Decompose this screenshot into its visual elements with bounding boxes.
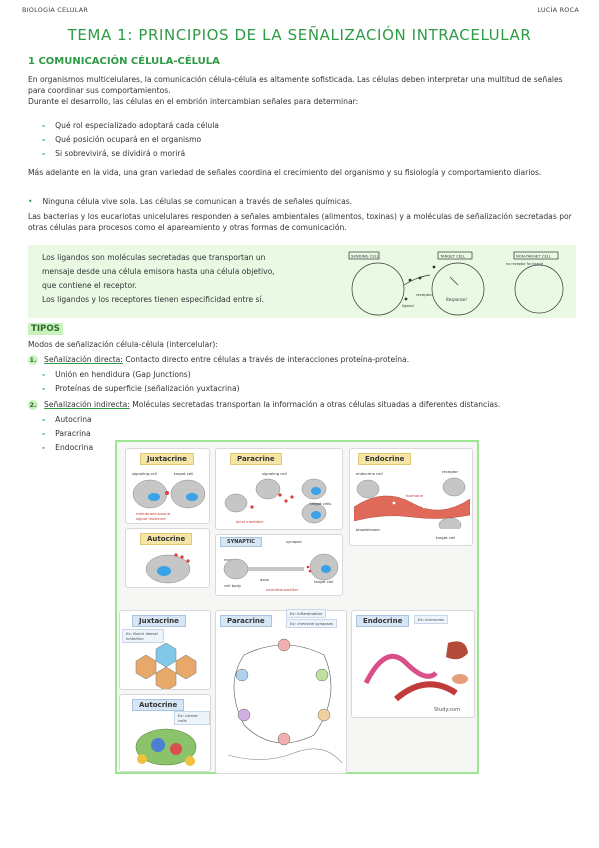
synaptic-panel: SYNAPTIC synapse neuron axon cell body n…	[215, 534, 343, 596]
synapse-label: synapse	[286, 539, 302, 544]
neuron-label: neuron	[224, 557, 238, 562]
cancer-cell-cluster	[135, 728, 197, 766]
juxtacrine-panel: Juxtacrine signaling cell target cell me…	[125, 448, 210, 524]
list-item: -Endocrina	[42, 443, 94, 452]
paracrine-cells	[224, 478, 327, 524]
bloodstream-label: bloodstream	[356, 527, 380, 532]
paragraph-intro: En organismos multicelulares, la comunic…	[28, 75, 563, 95]
signaling-types-figure: Juxtacrine signaling cell target cell me…	[115, 440, 479, 774]
list-item: -Qué posición ocupará en el organismo	[42, 135, 202, 144]
hormone-label: hormone	[406, 493, 423, 498]
panel-title: SYNAPTIC	[220, 537, 262, 547]
box-line: Los ligandos y los receptores tienen esp…	[42, 295, 265, 304]
header-subject: BIOLOGÍA CELULAR	[22, 6, 89, 14]
hormones-example-tag: Ex: hormones	[414, 615, 449, 624]
box-line: mensaje desde una célula emisora hasta u…	[42, 267, 275, 276]
endocrine-panel: Endocrine endocrine cell receptor hormon…	[349, 448, 473, 546]
box-line: que contiene el receptor.	[42, 281, 137, 290]
panel-title: Juxtacrine	[132, 615, 186, 627]
paracrine-example-panel: Paracrine Ex: Inflammation Ex: chemical …	[215, 609, 347, 774]
target-cell-label: target cell	[314, 579, 334, 584]
panel-title: Paracrine	[220, 615, 272, 627]
ligand-label: ligand	[402, 303, 414, 308]
tipo-indirect: 2.Señalización indirecta: Moléculas secr…	[28, 400, 501, 410]
list-item: -Paracrina	[42, 429, 91, 438]
list-item: -Si sobrevivirá, se dividirá o morirá	[42, 149, 186, 158]
endocrine-example-panel: Endocrine Ex: hormones Study.com	[351, 610, 475, 718]
target-cell-label: target cell	[436, 535, 456, 540]
panel-title: Juxtacrine	[140, 453, 194, 465]
tipos-heading: TIPOS	[28, 323, 63, 335]
notch-example-tag: Ex: Notch lateral inhibition	[122, 629, 164, 643]
panel-title: Endocrine	[356, 615, 410, 627]
tipos-intro: Modos de señalización célula-célula (int…	[28, 340, 218, 349]
axon-label: axon	[260, 577, 270, 582]
list-item: -Autocrina	[42, 415, 92, 424]
list-item: -Proteínas de superficie (señalización y…	[42, 384, 240, 393]
receptor-label: receptor	[442, 469, 459, 474]
list-item: -Qué rol especializado adoptará cada cél…	[42, 121, 219, 130]
panel-title: Autocrine	[140, 533, 193, 545]
cell-body-label: cell body	[224, 583, 242, 588]
neurotransmitter-label: neurotransmitter	[266, 587, 299, 592]
synapse-example-tag: Ex: chemical synapses	[286, 619, 338, 628]
page-title: TEMA 1: PRINCIPIOS DE LA SEÑALIZACIÓN IN…	[67, 26, 532, 44]
synapse-drawing	[223, 553, 339, 581]
juxtacrine-cells	[132, 479, 206, 509]
list-item: -Unión en hendidura (Gap Junctions)	[42, 370, 191, 379]
inflammation-example-tag: Ex: Inflammation	[286, 609, 327, 618]
section-heading: 1 COMUNICACIÓN CÉLULA-CÉLULA	[28, 56, 220, 67]
receptor-label: receptor	[416, 292, 432, 297]
header-author: LUCÍA ROCA	[537, 6, 579, 14]
paragraph-later-life: Más adelante en la vida, una gran varied…	[28, 168, 542, 177]
endocrine-organs	[363, 641, 468, 702]
endocrine-cell-label: endocrine cell	[356, 471, 383, 476]
membrane-bound-label: membrane-bound signal molecule	[136, 511, 171, 521]
immune-cell-network	[227, 638, 342, 764]
panel-title: Autocrine	[132, 699, 185, 711]
panel-title: Endocrine	[358, 453, 412, 465]
tipo-direct: 1.Señalización directa: Contacto directo…	[28, 355, 410, 365]
target-cell-label: TARGET CELL	[439, 254, 466, 259]
no-receptor-label: no receptor for ligand	[506, 262, 543, 266]
ligand-info-box: Los ligandos son moléculas secretadas qu…	[28, 245, 576, 318]
autocrine-panel: Autocrine	[125, 528, 210, 588]
non-target-cell-label: NON-TARGET CELL	[516, 254, 552, 259]
paragraph-development: Durante el desarrollo, las células en el…	[28, 97, 359, 106]
response-label: Response!	[446, 297, 467, 302]
autocrine-example-panel: Autocrine Ex: cancer cells	[119, 694, 211, 772]
panel-title: Paracrine	[230, 453, 282, 465]
cancer-example-tag: Ex: cancer cells	[174, 711, 210, 725]
local-mediator-label: local mediator	[236, 519, 264, 524]
signaling-cell-label: signaling cell	[262, 471, 287, 476]
endocrine-bloodstream	[354, 477, 470, 529]
notch-hexagons	[135, 642, 197, 689]
sending-cell-label: SENDING CELL	[351, 254, 380, 259]
paragraph-bacteria: Las bacterias y los eucariotas unicelula…	[28, 212, 572, 232]
juxtacrine-example-panel: Juxtacrine Ex: Notch lateral inhibition	[119, 610, 211, 690]
paragraph-no-cell-alone: •Ninguna célula vive sola. Las células s…	[28, 197, 353, 206]
study-credit: Study.com	[434, 707, 460, 713]
ligand-receptor-diagram: SENDING CELL TARGET CELL NON-TARGET CELL…	[348, 251, 564, 316]
target-cell-label: target cell	[174, 471, 194, 476]
signaling-cell-label: signaling cell	[132, 471, 157, 476]
paracrine-panel: Paracrine signaling cell target cells lo…	[215, 448, 343, 530]
target-cells-label: target cells	[310, 501, 332, 506]
autocrine-cell	[145, 553, 191, 584]
box-line: Los ligandos son moléculas secretadas qu…	[42, 253, 266, 262]
